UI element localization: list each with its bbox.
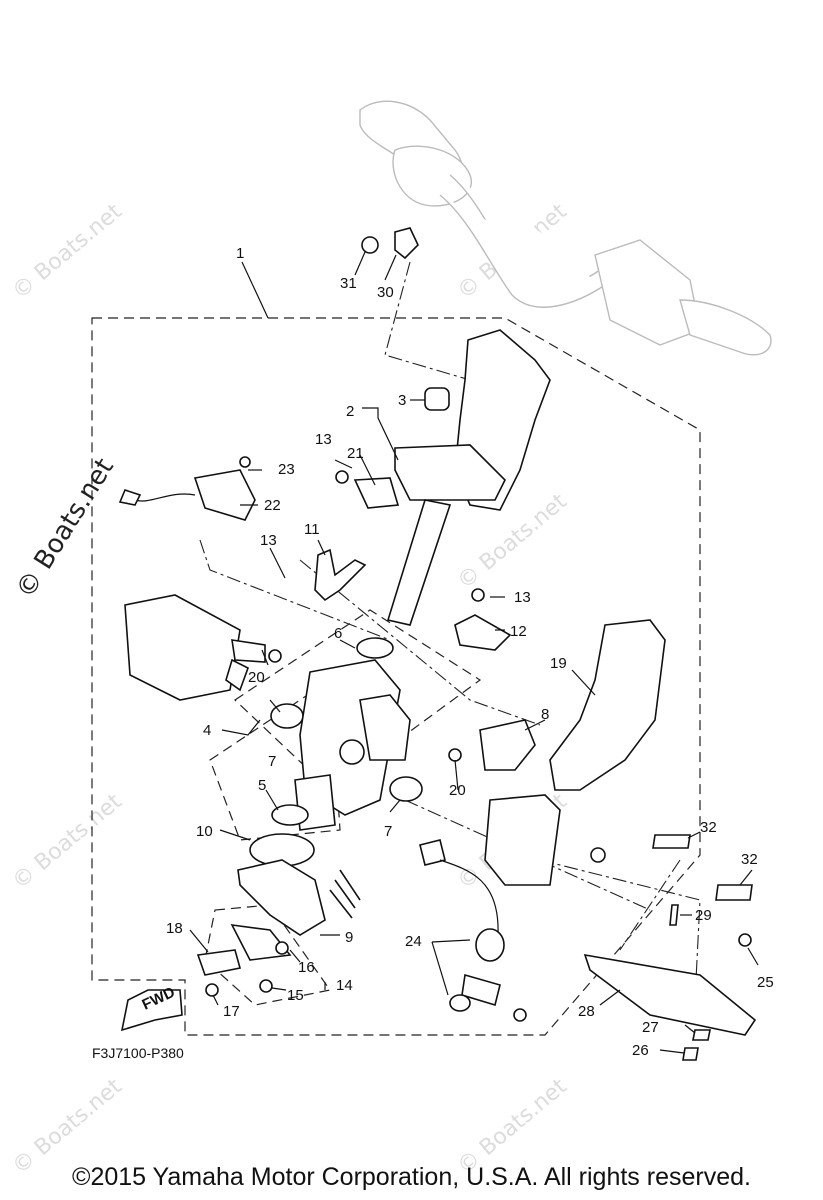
- side-watermark: © Boats.net: [10, 453, 119, 603]
- plate-28: [583, 953, 757, 1036]
- block-32a: [652, 834, 691, 849]
- callout-13: 13: [315, 431, 332, 448]
- pin-29: [669, 904, 679, 926]
- callout-20: 20: [248, 669, 265, 686]
- actuator-housing: [484, 794, 606, 886]
- clip-12: [454, 614, 512, 651]
- callout-13: 13: [514, 589, 531, 606]
- callout-21: 21: [347, 445, 364, 462]
- callout-12: 12: [510, 623, 527, 640]
- callout-5: 5: [258, 777, 266, 794]
- callout-20: 20: [449, 782, 466, 799]
- callout-23: 23: [278, 461, 295, 478]
- bolt-13-top: [335, 470, 349, 484]
- plate-21: [353, 477, 400, 509]
- bracket-11: [314, 548, 367, 602]
- bolt-25: [738, 933, 752, 947]
- callout-29: 29: [695, 907, 712, 924]
- center-block-6: [294, 637, 462, 831]
- callout-19: 19: [550, 655, 567, 672]
- hardware-14-18: [196, 924, 292, 997]
- lower-right-parts: [583, 834, 757, 1061]
- callout-7: 7: [268, 753, 276, 770]
- clip-27: [692, 1029, 711, 1041]
- leader-lines: [189, 251, 759, 1054]
- assembly-boundary: [91, 317, 701, 1036]
- motor-8: [479, 719, 536, 771]
- steering-bracket: [335, 329, 551, 511]
- copyright-notice: ©2015 Yamaha Motor Corporation, U.S.A. A…: [72, 1163, 751, 1191]
- callout-18: 18: [166, 920, 183, 937]
- collar-3: [424, 387, 450, 411]
- washer-7b: [389, 776, 423, 802]
- callout-11: 11: [304, 521, 320, 538]
- fwd-arrow-icon: FWD: [120, 984, 183, 1032]
- callout-26: 26: [632, 1042, 649, 1059]
- handlebar-illustration: [359, 100, 772, 356]
- housing-4: [124, 594, 282, 701]
- callout-numbers: 1 2 3 13 21 23 22 13 11 13 12 6 19 20 8 …: [166, 245, 774, 1059]
- clamp-30: [361, 227, 419, 260]
- callout-32: 32: [741, 851, 758, 868]
- callout-24: 24: [405, 933, 422, 950]
- assembly-lines: [199, 261, 701, 1006]
- callout-30: 30: [377, 284, 394, 301]
- plate-9: [237, 859, 326, 936]
- sensor-24: [419, 839, 527, 1022]
- callout-9: 9: [345, 929, 353, 946]
- spacer-5: [271, 804, 309, 826]
- bolt-13-right: [471, 588, 485, 602]
- watermark: © Boats.net: [8, 199, 127, 305]
- callout-31: 31: [340, 275, 357, 292]
- callout-14: 14: [336, 977, 353, 994]
- callout-27: 27: [642, 1019, 659, 1036]
- callout-8: 8: [541, 706, 549, 723]
- callout-15: 15: [287, 987, 304, 1004]
- harness-22: [118, 456, 256, 521]
- nut-26: [682, 1047, 699, 1061]
- callout-1: 1: [236, 245, 244, 262]
- callout-22: 22: [264, 497, 281, 514]
- callout-13: 13: [260, 532, 277, 549]
- callout-3: 3: [398, 392, 406, 409]
- callout-7: 7: [384, 823, 392, 840]
- drawing-code: F3J7100-P380: [92, 1045, 184, 1061]
- callout-32: 32: [700, 819, 717, 836]
- callout-16: 16: [298, 959, 315, 976]
- callout-17: 17: [223, 1003, 240, 1020]
- callout-6: 6: [334, 625, 342, 642]
- callout-2: 2: [346, 403, 354, 420]
- callout-25: 25: [757, 974, 774, 991]
- watermark: © Boats.net: [8, 789, 127, 895]
- nut-20a: [268, 649, 282, 663]
- callout-10: 10: [196, 823, 213, 840]
- block-32b: [715, 884, 753, 901]
- callout-4: 4: [203, 722, 211, 739]
- spring: [329, 869, 361, 919]
- steering-shaft: [386, 499, 452, 626]
- callout-28: 28: [578, 1003, 595, 1020]
- cover-19: [549, 619, 666, 791]
- nut-20b: [448, 748, 462, 762]
